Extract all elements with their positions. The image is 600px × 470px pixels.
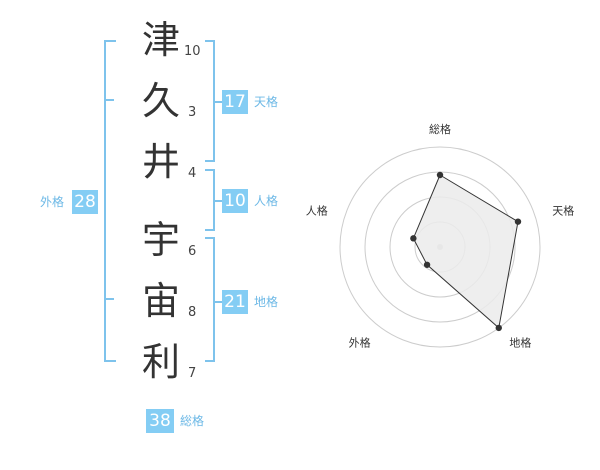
jinkaku-connector — [213, 200, 222, 202]
gaikaku-bracket — [104, 40, 116, 362]
chikaku-bracket — [205, 237, 215, 362]
stroke-count: 7 — [188, 366, 197, 381]
stroke-count: 4 — [188, 166, 197, 181]
tenkaku-value: 17 — [222, 90, 248, 114]
radar-data-point — [495, 324, 502, 332]
soukaku-value: 38 — [146, 409, 174, 433]
name-char: 利 — [141, 340, 180, 384]
name-char: 久 — [141, 79, 180, 123]
jinkaku-label: 人格 — [254, 194, 279, 208]
radar-data-point — [410, 235, 417, 242]
name-char: 津 — [141, 18, 180, 62]
chikaku-value: 21 — [222, 290, 248, 314]
radar-series-polygon — [412, 174, 519, 329]
soukaku-label: 総格 — [180, 414, 205, 428]
radar-data-point — [514, 218, 522, 225]
tenkaku-connector — [213, 101, 222, 103]
radar-axis-label: 人格 — [306, 204, 328, 218]
name-char: 宙 — [141, 279, 180, 323]
gaikaku-value: 28 — [72, 190, 98, 214]
radar-data-point — [436, 171, 444, 179]
chikaku-label: 地格 — [254, 295, 279, 309]
radar-grid-ring — [339, 146, 541, 348]
name-char: 宇 — [141, 218, 180, 262]
radar-axis-label: 総格 — [429, 122, 451, 136]
radar-axis-label: 地格 — [509, 335, 531, 349]
gaikaku-bracket-tick — [106, 298, 114, 300]
jinkaku-value: 10 — [222, 189, 248, 213]
tenkaku-label: 天格 — [254, 95, 279, 109]
stroke-count: 10 — [184, 44, 201, 59]
stroke-count: 6 — [188, 244, 197, 259]
stroke-count: 8 — [188, 305, 197, 320]
stroke-count: 3 — [188, 105, 197, 120]
chikaku-connector — [213, 301, 222, 303]
name-char: 井 — [141, 140, 180, 184]
radar-axis-label: 天格 — [552, 204, 574, 218]
radar-data-point — [423, 261, 431, 268]
radar-axis-label: 外格 — [349, 335, 371, 349]
gaikaku-label: 外格 — [40, 195, 65, 209]
gaikaku-bracket-tick — [106, 99, 114, 101]
